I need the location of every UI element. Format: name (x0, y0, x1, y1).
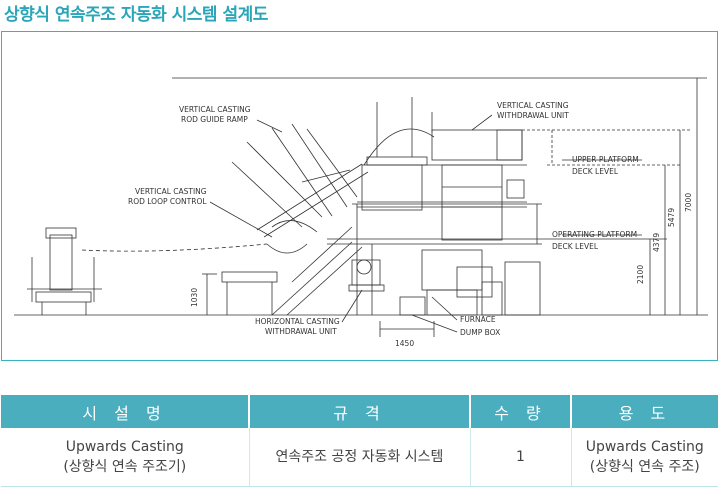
header-qty: 수 량 (470, 395, 572, 428)
dim-4379: 4379 (652, 233, 661, 252)
cell-name: Upwards Casting (상향식 연속 주조기) (1, 428, 250, 487)
table-row: Upwards Casting (상향식 연속 주조기) 연속주조 공정 자동화… (1, 428, 718, 487)
label-withdrawal-unit-2: WITHDRAWAL UNIT (497, 111, 569, 120)
label-rod-guide-ramp-2: ROD GUIDE RAMP (181, 115, 248, 124)
payoff-stand (49, 234, 73, 291)
label-horizontal-2: WITHDRAWAL UNIT (265, 327, 337, 336)
cell-use: Upwards Casting (상향식 연속 주조) (571, 428, 718, 487)
cabinet (504, 261, 541, 316)
cell-use-line2: (상향식 연속 주조) (589, 459, 700, 475)
page-title: 상향식 연속주조 자동화 시스템 설계도 (4, 5, 268, 25)
header-name: 시 설 명 (1, 395, 250, 428)
label-loop-control-1: VERTICAL CASTING (135, 187, 207, 196)
label-withdrawal-unit-1: VERTICAL CASTING (497, 101, 569, 110)
drawing-frame: VERTICAL CASTING ROD GUIDE RAMP VERTICAL… (1, 31, 718, 361)
label-loop-control-2: ROD LOOP CONTROL (128, 197, 207, 206)
header-spec: 규 격 (249, 395, 471, 428)
dim-1030: 1030 (190, 288, 199, 307)
casting-system-drawing: VERTICAL CASTING ROD GUIDE RAMP VERTICAL… (14, 77, 708, 348)
label-operating-platform-2: DECK LEVEL (552, 242, 599, 251)
cell-name-line1: Upwards Casting (65, 439, 184, 455)
cell-name-line2: (상향식 연속 주조기) (63, 459, 187, 475)
label-furnace: FURNACE (460, 315, 496, 324)
payoff-top (45, 227, 77, 239)
dim-1450: 1450 (395, 339, 414, 348)
cell-qty: 1 (470, 428, 572, 487)
label-upper-platform-2: DECK LEVEL (572, 167, 619, 176)
label-operating-platform-1: OPERATING PLATFORM (552, 230, 637, 239)
table-header-row: 시 설 명 규 격 수 량 용 도 (1, 395, 718, 428)
dome-arc (363, 128, 435, 166)
cell-use-line1: Upwards Casting (585, 439, 704, 455)
dim-2100: 2100 (636, 265, 645, 284)
dump-box (399, 296, 426, 316)
label-horizontal-1: HORIZONTAL CASTING (255, 317, 340, 326)
dim-7000: 7000 (684, 193, 693, 212)
withdrawal-column (441, 164, 503, 241)
horizontal-unit-wheel (356, 259, 372, 275)
dim-5479: 5479 (667, 208, 676, 227)
furnace (421, 249, 483, 291)
label-rod-guide-ramp-1: VERTICAL CASTING (179, 105, 251, 114)
label-dump-box: DUMP BOX (460, 328, 500, 337)
spec-table: 시 설 명 규 격 수 량 용 도 Upwards Casting (상향식 연… (1, 395, 718, 487)
header-use: 용 도 (571, 395, 718, 428)
upper-structure (431, 129, 523, 161)
cell-spec: 연속주조 공정 자동화 시스템 (249, 428, 471, 487)
low-platform (221, 271, 278, 283)
label-upper-platform-1: UPPER PLATFORM (572, 155, 639, 164)
main-tower (361, 164, 423, 211)
